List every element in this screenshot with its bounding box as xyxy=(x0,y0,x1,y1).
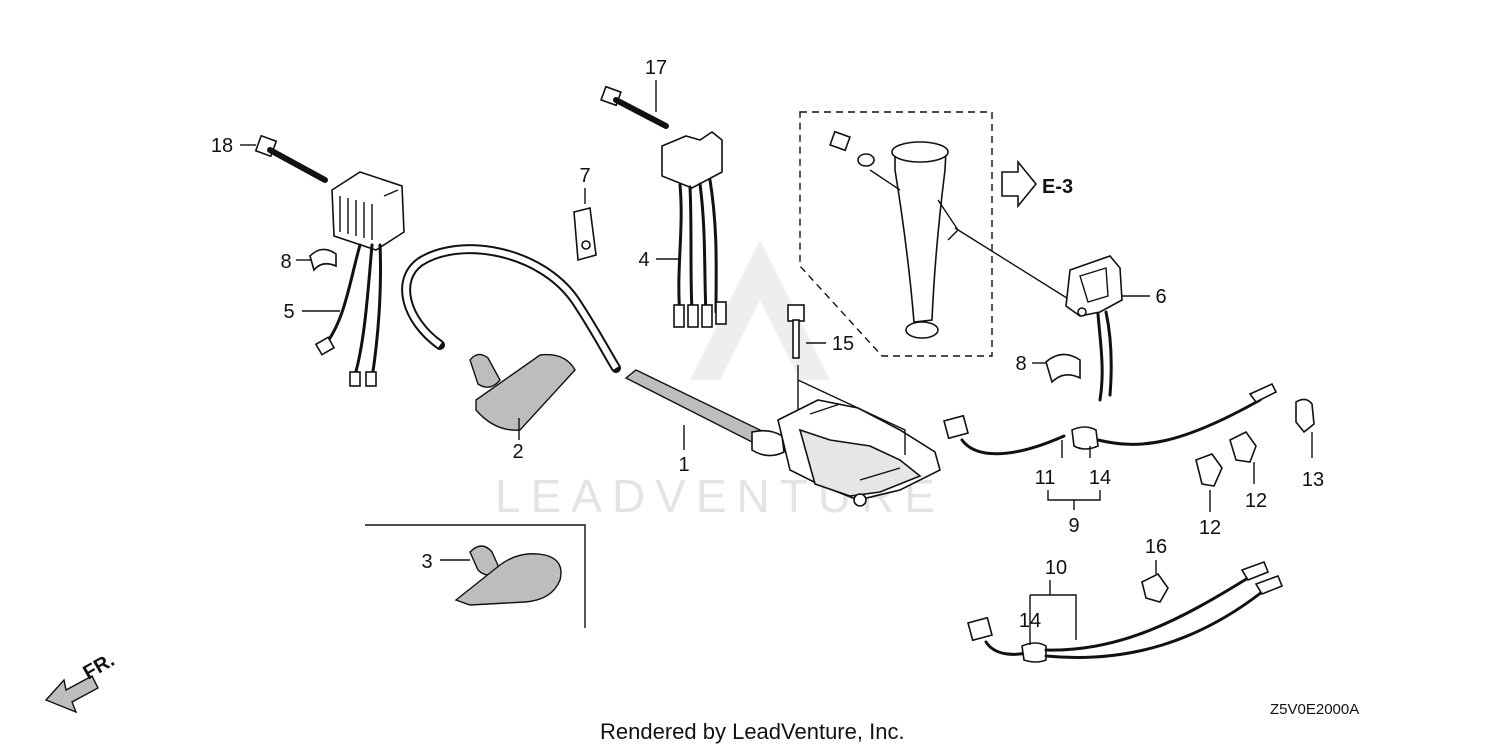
part-2-ht-cord[interactable] xyxy=(401,244,621,440)
part-12-clip-b[interactable] xyxy=(1229,430,1257,484)
part-18-bolt[interactable] xyxy=(240,134,328,183)
part-1-ignition-coil[interactable] xyxy=(624,365,941,507)
part-6-unit[interactable] xyxy=(954,227,1150,402)
reference-e3[interactable]: E-3 xyxy=(1001,159,1073,209)
callout-17[interactable]: 17 xyxy=(645,57,667,79)
callout-2[interactable]: 2 xyxy=(512,441,523,463)
part-17-bolt[interactable] xyxy=(600,80,669,129)
credit-text: Rendered by LeadVenture, Inc. xyxy=(600,719,905,744)
part-15-bolt[interactable] xyxy=(787,304,826,359)
part-5-regulator[interactable] xyxy=(302,171,405,387)
callout-12-a[interactable]: 12 xyxy=(1199,517,1221,539)
callout-10[interactable]: 10 xyxy=(1045,557,1067,579)
direction-fr: FR. xyxy=(44,649,118,714)
reference-label: E-3 xyxy=(1042,176,1073,198)
part-10-harness[interactable] xyxy=(967,560,1284,663)
part-9-harness[interactable] xyxy=(943,382,1278,510)
callout-16[interactable]: 16 xyxy=(1145,536,1167,558)
callout-8-right[interactable]: 8 xyxy=(1015,353,1026,375)
part-16-clip[interactable] xyxy=(1141,560,1169,603)
callout-3[interactable]: 3 xyxy=(421,551,432,573)
part-8-clamp-right[interactable] xyxy=(1032,353,1081,384)
callout-14-b[interactable]: 14 xyxy=(1019,610,1041,632)
callout-11[interactable]: 11 xyxy=(1035,467,1056,489)
callout-12-b[interactable]: 12 xyxy=(1245,490,1267,512)
callouts: 2 1 3 4 5 6 7 8 8 9 10 11 12 12 13 14 14… xyxy=(211,57,1324,632)
inset-box xyxy=(799,111,993,357)
part-8-clamp-left[interactable] xyxy=(296,248,337,272)
callout-15[interactable]: 15 xyxy=(832,333,854,355)
callout-4[interactable]: 4 xyxy=(638,249,649,271)
callout-7[interactable]: 7 xyxy=(579,165,590,187)
arrow-front-icon xyxy=(44,675,99,714)
part-3-inset[interactable] xyxy=(365,524,586,628)
callout-18[interactable]: 18 xyxy=(211,135,233,157)
callout-13[interactable]: 13 xyxy=(1302,469,1324,491)
callout-5[interactable]: 5 xyxy=(283,301,294,323)
callout-14-a[interactable]: 14 xyxy=(1089,467,1111,489)
callout-8-left[interactable]: 8 xyxy=(280,251,291,273)
part-12-clip-a[interactable] xyxy=(1195,453,1223,512)
part-13-clip[interactable] xyxy=(1295,398,1315,458)
callout-6[interactable]: 6 xyxy=(1155,286,1166,308)
part-4-switch[interactable] xyxy=(656,131,727,328)
callout-1[interactable]: 1 xyxy=(678,454,689,476)
part-7-bracket[interactable] xyxy=(573,188,597,262)
arrow-right-icon xyxy=(1001,159,1038,209)
diagram-code: Z5V0E2000A xyxy=(1270,701,1359,718)
callout-9[interactable]: 9 xyxy=(1068,515,1079,537)
